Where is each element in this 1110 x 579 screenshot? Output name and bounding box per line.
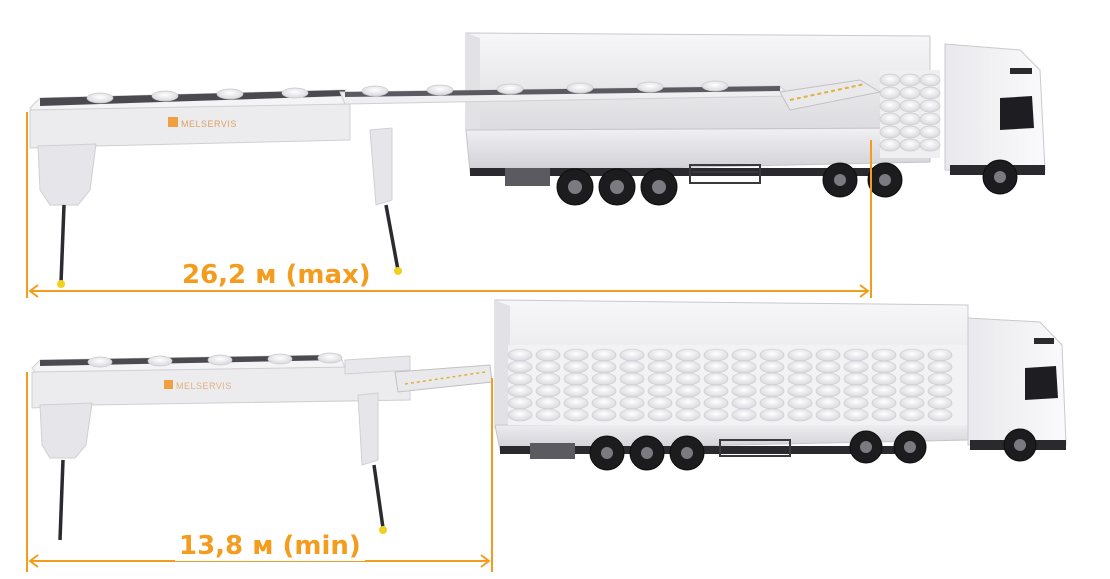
brand-label-top: MELSERVIS [181, 119, 237, 129]
cargo-top [879, 70, 941, 158]
brand-label-bottom: MELSERVIS [176, 381, 232, 391]
truck-cab-top [944, 43, 1046, 175]
conveyor-bottom [31, 352, 493, 541]
bottom-scene [26, 299, 1067, 572]
cargo-bottom [507, 345, 968, 425]
conveyor-top [29, 79, 882, 288]
brand-logo-icon [168, 117, 178, 127]
wheels-bottom [589, 428, 1037, 471]
dimension-label-max: 26,2 м (max) [178, 260, 375, 290]
dimension-label-min: 13,8 м (min) [175, 531, 365, 561]
wheels-top [556, 159, 1018, 206]
brand-logo-icon [164, 380, 173, 389]
dimension-line-min [26, 372, 493, 572]
top-scene [26, 32, 1046, 298]
dimension-line-max [26, 112, 872, 298]
trailer-top [465, 32, 931, 186]
